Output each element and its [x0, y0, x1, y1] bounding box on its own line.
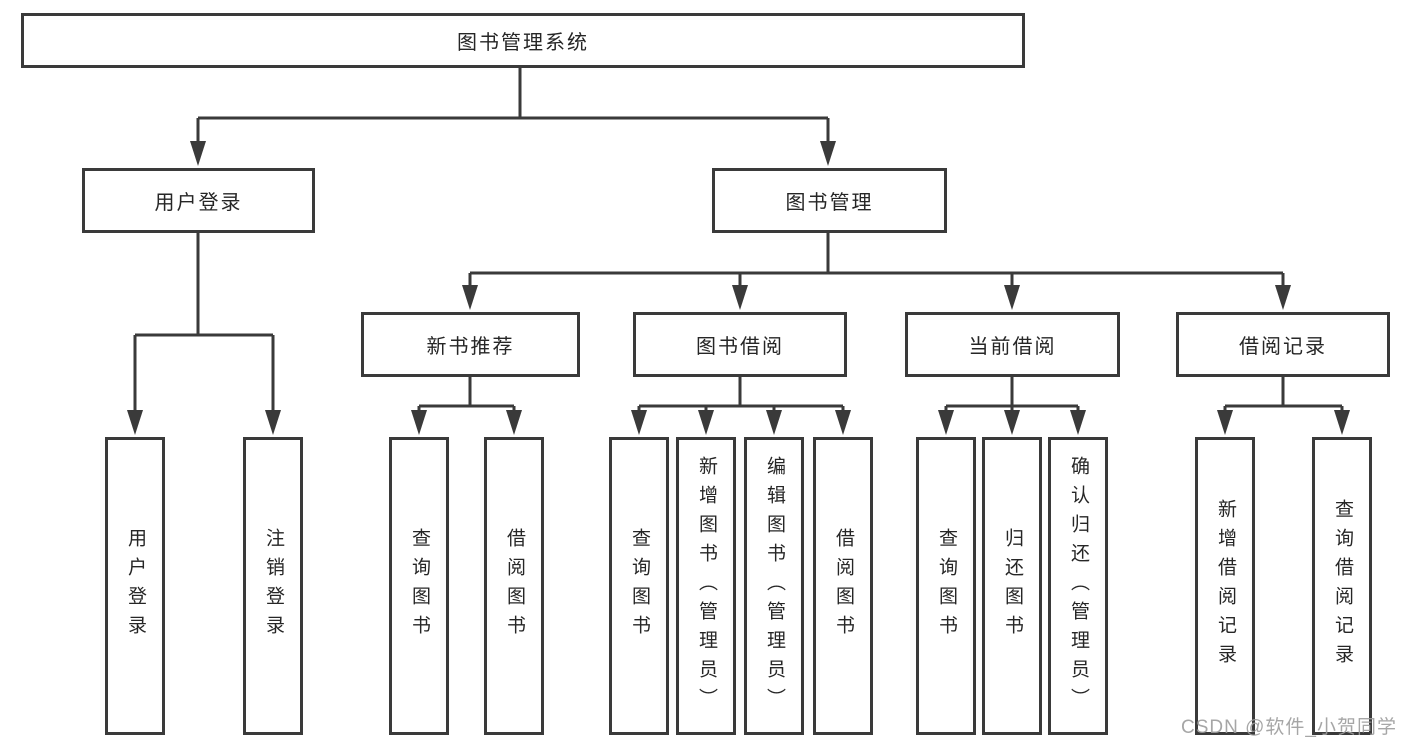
leaf-borrow-book: 借阅图书 [813, 437, 873, 735]
leaf-add-book-admin: 新增图书（管理员） [676, 437, 736, 735]
node-library-system: 图书管理系统 [21, 13, 1025, 68]
node-label: 查询图书 [408, 528, 430, 644]
node-label: 用户登录 [154, 192, 243, 214]
leaf-query-book-recommend: 查询图书 [389, 437, 449, 735]
arrowhead [1334, 410, 1350, 435]
node-new-book-recommend: 新书推荐 [361, 312, 580, 377]
node-label: 注销登录 [262, 528, 284, 644]
leaf-edit-book-admin: 编辑图书（管理员） [744, 437, 804, 735]
arrowhead [127, 410, 143, 435]
arrowhead [265, 410, 281, 435]
arrowhead [1004, 410, 1020, 435]
node-label: 新增图书（管理员） [695, 455, 717, 717]
node-label: 归还图书 [1001, 528, 1023, 644]
leaf-confirm-return-admin: 确认归还（管理员） [1048, 437, 1108, 735]
node-label: 查询借阅记录 [1331, 499, 1353, 673]
connector-book-borrow-branch [637, 377, 845, 413]
node-book-borrow: 图书借阅 [633, 312, 847, 377]
arrowhead [1070, 410, 1086, 435]
arrowhead [766, 410, 782, 435]
node-user-login: 用户登录 [82, 168, 315, 233]
leaf-query-borrow-record: 查询借阅记录 [1312, 437, 1372, 735]
node-label: 新增借阅记录 [1214, 499, 1236, 673]
node-label: 当前借阅 [968, 336, 1057, 358]
node-book-management: 图书管理 [712, 168, 947, 233]
arrowhead [506, 410, 522, 435]
leaf-user-login: 用户登录 [105, 437, 165, 735]
arrowhead [411, 410, 427, 435]
connector-current-borrow-branch [944, 377, 1080, 413]
arrowheads [127, 141, 1350, 435]
node-label: 借阅图书 [832, 528, 854, 644]
node-label: 用户登录 [124, 528, 146, 644]
leaf-logout: 注销登录 [243, 437, 303, 735]
arrowhead [631, 410, 647, 435]
connector-borrow-records-branch [1223, 377, 1344, 413]
leaf-add-borrow-record: 新增借阅记录 [1195, 437, 1255, 735]
arrowhead [1217, 410, 1233, 435]
arrowhead [820, 141, 836, 166]
node-label: 查询图书 [628, 528, 650, 644]
node-label: 图书管理系统 [457, 32, 589, 54]
connector-book-management-branch [468, 233, 1285, 288]
node-borrow-records: 借阅记录 [1176, 312, 1390, 377]
leaf-query-book-borrow: 查询图书 [609, 437, 669, 735]
node-label: 新书推荐 [426, 336, 515, 358]
node-current-borrow: 当前借阅 [905, 312, 1120, 377]
node-label: 图书管理 [785, 192, 874, 214]
arrowhead [698, 410, 714, 435]
leaf-return-book: 归还图书 [982, 437, 1042, 735]
node-label: 借阅记录 [1239, 336, 1327, 358]
arrowhead [462, 285, 478, 310]
node-label: 借阅图书 [503, 528, 525, 644]
connector-new-book-rec-branch [417, 377, 516, 413]
arrowhead [1275, 285, 1291, 310]
node-label: 编辑图书（管理员） [763, 455, 785, 717]
leaf-borrow-book-recommend: 借阅图书 [484, 437, 544, 735]
connector-root-to-level2 [196, 68, 830, 143]
arrowhead [938, 410, 954, 435]
arrowhead [835, 410, 851, 435]
node-label: 图书借阅 [696, 336, 784, 358]
arrowhead [1004, 285, 1020, 310]
arrowhead [732, 285, 748, 310]
node-label: 确认归还（管理员） [1067, 455, 1089, 717]
arrowhead [190, 141, 206, 166]
leaf-query-book-current: 查询图书 [916, 437, 976, 735]
connector-user-login-branch [133, 233, 275, 413]
node-label: 查询图书 [935, 528, 957, 644]
